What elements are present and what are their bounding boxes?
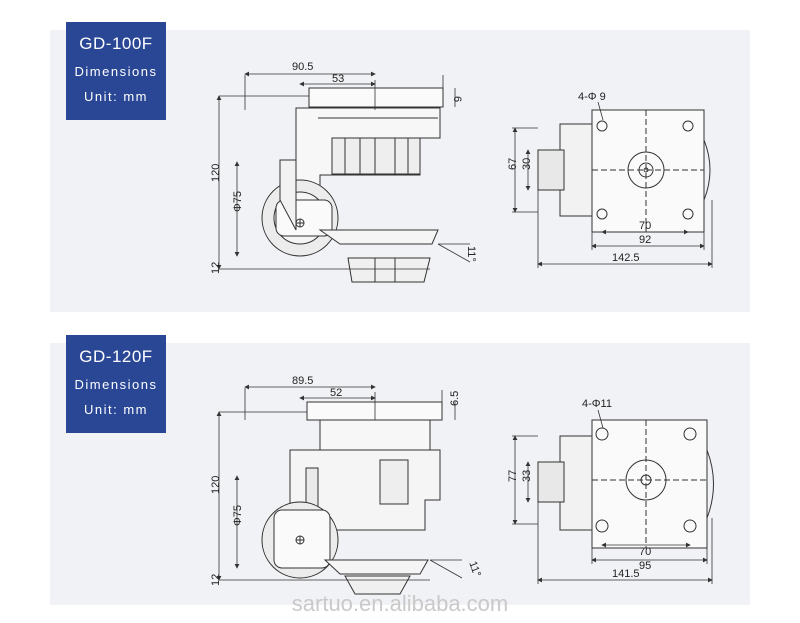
- dim-height-inner: 33: [521, 470, 533, 482]
- side-view-dimensions-gd-120f: [216, 384, 463, 581]
- dim-height: 120: [210, 164, 222, 182]
- dim-wheel-diameter: Φ75: [232, 191, 244, 212]
- dim-hole-spec: 4-Φ11: [582, 398, 612, 410]
- unit-label: Unit: mm: [84, 402, 148, 417]
- dim-height-outer: 77: [507, 470, 519, 482]
- top-view-dimensions-gd-100f: [512, 101, 713, 268]
- dim-base-gap: 12: [210, 262, 222, 274]
- dim-hole-spacing: 70: [639, 220, 651, 232]
- dim-angle: 11°: [466, 560, 483, 579]
- dim-wheel-diameter: Φ75: [232, 505, 244, 526]
- top-view-dimensions-gd-120f: [512, 409, 713, 584]
- model-name: GD-100F: [79, 34, 153, 53]
- watermark: sartuo.en.alibaba.com: [291, 591, 509, 616]
- dim-hole-spacing: 70: [639, 546, 651, 558]
- dim-height-inner: 30: [521, 158, 533, 170]
- model-badge-gd-100f: GD-100F Dimensions Unit: mm: [66, 22, 166, 120]
- dim-plate-width: 95: [639, 560, 651, 572]
- side-view-dimensions-gd-100f: [216, 71, 471, 270]
- side-view-gd-120f: [261, 401, 443, 595]
- dim-width-total: 89.5: [292, 375, 313, 387]
- side-view-gd-100f: [261, 87, 444, 283]
- dimensions-label: Dimensions: [74, 377, 158, 392]
- dim-width-offset: 52: [330, 387, 342, 399]
- dim-plate-width: 92: [639, 234, 651, 246]
- dim-base-gap: 12: [210, 574, 222, 586]
- side-view-labels-gd-100f: 90.5 53 6 120 Φ75 12 11°: [210, 61, 477, 274]
- model-name: GD-120F: [79, 347, 153, 366]
- side-view-labels-gd-120f: 89.5 52 6.5 120 Φ75 12 11°: [210, 375, 483, 586]
- dim-angle: 11°: [465, 246, 477, 262]
- model-badge-gd-120f: GD-120F Dimensions Unit: mm: [66, 335, 166, 433]
- dim-width-total: 90.5: [292, 61, 313, 73]
- dim-height: 120: [210, 476, 222, 494]
- unit-label: Unit: mm: [84, 89, 148, 104]
- dim-height-outer: 67: [507, 158, 519, 170]
- dim-hole-spec: 4-Φ 9: [578, 91, 606, 103]
- dim-plate-thickness: 6: [451, 96, 463, 102]
- dim-plate-thickness: 6.5: [449, 391, 461, 406]
- dimensions-label: Dimensions: [74, 64, 158, 79]
- dim-width-offset: 53: [332, 73, 344, 85]
- top-view-gd-100f: [537, 109, 711, 233]
- dim-overall-width: 142.5: [612, 252, 640, 264]
- top-view-gd-120f: [537, 419, 714, 549]
- top-view-labels-gd-120f: 4-Φ11 77 33 70 95 141.5: [507, 398, 651, 580]
- top-view-labels-gd-100f: 4-Φ 9 67 30 70 92 142.5: [507, 91, 651, 264]
- dim-overall-width: 141.5: [612, 568, 640, 580]
